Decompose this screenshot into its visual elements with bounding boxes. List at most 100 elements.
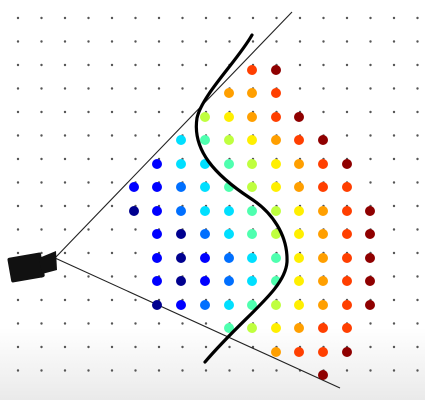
scene-point bbox=[224, 323, 234, 333]
grid-dot bbox=[87, 157, 90, 161]
grid-dot bbox=[369, 157, 372, 161]
grid-dot bbox=[369, 134, 372, 137]
camera-lens bbox=[39, 251, 57, 274]
grid-dot bbox=[228, 16, 231, 20]
grid-dot bbox=[16, 345, 20, 349]
grid-dot bbox=[275, 40, 278, 43]
grid-dot bbox=[416, 322, 419, 325]
grid-dot bbox=[345, 134, 349, 137]
grid-dot bbox=[63, 322, 67, 325]
scene-point bbox=[342, 206, 352, 216]
scene-point bbox=[294, 182, 304, 192]
scene-point bbox=[271, 88, 281, 98]
grid-dot bbox=[251, 16, 255, 20]
scene-point bbox=[176, 159, 186, 169]
grid-dot bbox=[416, 204, 419, 208]
scene-point bbox=[318, 182, 328, 192]
grid-dot bbox=[40, 298, 43, 302]
grid-dot bbox=[40, 181, 43, 184]
grid-dot bbox=[345, 63, 349, 67]
grid-dot bbox=[369, 345, 372, 349]
grid-dot bbox=[251, 369, 255, 372]
grid-dot bbox=[416, 157, 419, 161]
scene-point bbox=[318, 300, 328, 310]
grid-dot bbox=[345, 40, 349, 43]
grid-dot bbox=[181, 87, 184, 90]
scene-point bbox=[294, 135, 304, 145]
grid-dot bbox=[134, 87, 137, 90]
grid-dot bbox=[392, 275, 396, 278]
scene-point bbox=[247, 229, 257, 239]
grid-dot bbox=[16, 322, 20, 325]
frustum-upper-edge bbox=[54, 11, 293, 259]
grid-dot bbox=[392, 40, 396, 43]
grid-dot bbox=[110, 322, 114, 325]
scene-point bbox=[224, 112, 234, 122]
grid-dot bbox=[110, 251, 114, 255]
grid-dot bbox=[110, 63, 114, 67]
grid-dot bbox=[16, 134, 20, 137]
scene-point bbox=[176, 276, 186, 286]
grid-dot bbox=[63, 181, 67, 184]
grid-dot bbox=[87, 298, 90, 302]
scene-point bbox=[342, 253, 352, 263]
grid-dot bbox=[157, 40, 161, 43]
grid-dot bbox=[134, 228, 137, 231]
grid-dot bbox=[63, 134, 67, 137]
scene-point bbox=[200, 229, 210, 239]
grid-dot bbox=[87, 87, 90, 90]
grid-dot bbox=[110, 275, 114, 278]
scene-point bbox=[152, 253, 162, 263]
scene-point bbox=[294, 276, 304, 286]
grid-dot bbox=[416, 87, 419, 90]
grid-dot bbox=[392, 251, 396, 255]
grid-dot bbox=[228, 345, 231, 349]
grid-dot bbox=[322, 63, 325, 67]
grid-dot bbox=[416, 298, 419, 302]
scene-point bbox=[294, 206, 304, 216]
grid-dot bbox=[63, 345, 67, 349]
scene-point bbox=[247, 65, 257, 75]
frustum-lower-edge bbox=[54, 257, 341, 389]
grid-dot bbox=[392, 110, 396, 114]
grid-dot bbox=[63, 298, 67, 302]
grid-dot bbox=[16, 157, 20, 161]
scene-point bbox=[294, 347, 304, 357]
grid-dot bbox=[63, 275, 67, 278]
grid-dot bbox=[40, 87, 43, 90]
scene-point bbox=[342, 182, 352, 192]
scene-point bbox=[365, 206, 375, 216]
grid-dot bbox=[322, 87, 325, 90]
scene-point bbox=[294, 112, 304, 122]
grid-dot bbox=[87, 134, 90, 137]
grid-dot bbox=[322, 110, 325, 114]
grid-dot bbox=[392, 228, 396, 231]
scene-point bbox=[247, 135, 257, 145]
grid-dot bbox=[87, 228, 90, 231]
grid-dot bbox=[392, 298, 396, 302]
scene-point bbox=[271, 159, 281, 169]
grid-dot bbox=[392, 87, 396, 90]
scene-point bbox=[318, 229, 328, 239]
grid-dot bbox=[40, 134, 43, 137]
scene-point bbox=[342, 229, 352, 239]
scene-point bbox=[294, 229, 304, 239]
scene-point bbox=[342, 276, 352, 286]
grid-dot bbox=[40, 228, 43, 231]
scene-point bbox=[271, 206, 281, 216]
grid-dot bbox=[181, 345, 184, 349]
grid-dot bbox=[87, 251, 90, 255]
grid-dot bbox=[416, 251, 419, 255]
scene-point bbox=[129, 206, 139, 216]
grid-dot bbox=[392, 369, 396, 372]
grid-dot bbox=[322, 16, 325, 20]
grid-dot bbox=[110, 298, 114, 302]
grid-dot bbox=[157, 322, 161, 325]
grid-dot bbox=[87, 345, 90, 349]
grid-dot bbox=[63, 40, 67, 43]
grid-dot bbox=[157, 110, 161, 114]
scene-point bbox=[247, 206, 257, 216]
grid-dot bbox=[87, 322, 90, 325]
grid-dot bbox=[204, 63, 208, 67]
grid-dot bbox=[369, 181, 372, 184]
